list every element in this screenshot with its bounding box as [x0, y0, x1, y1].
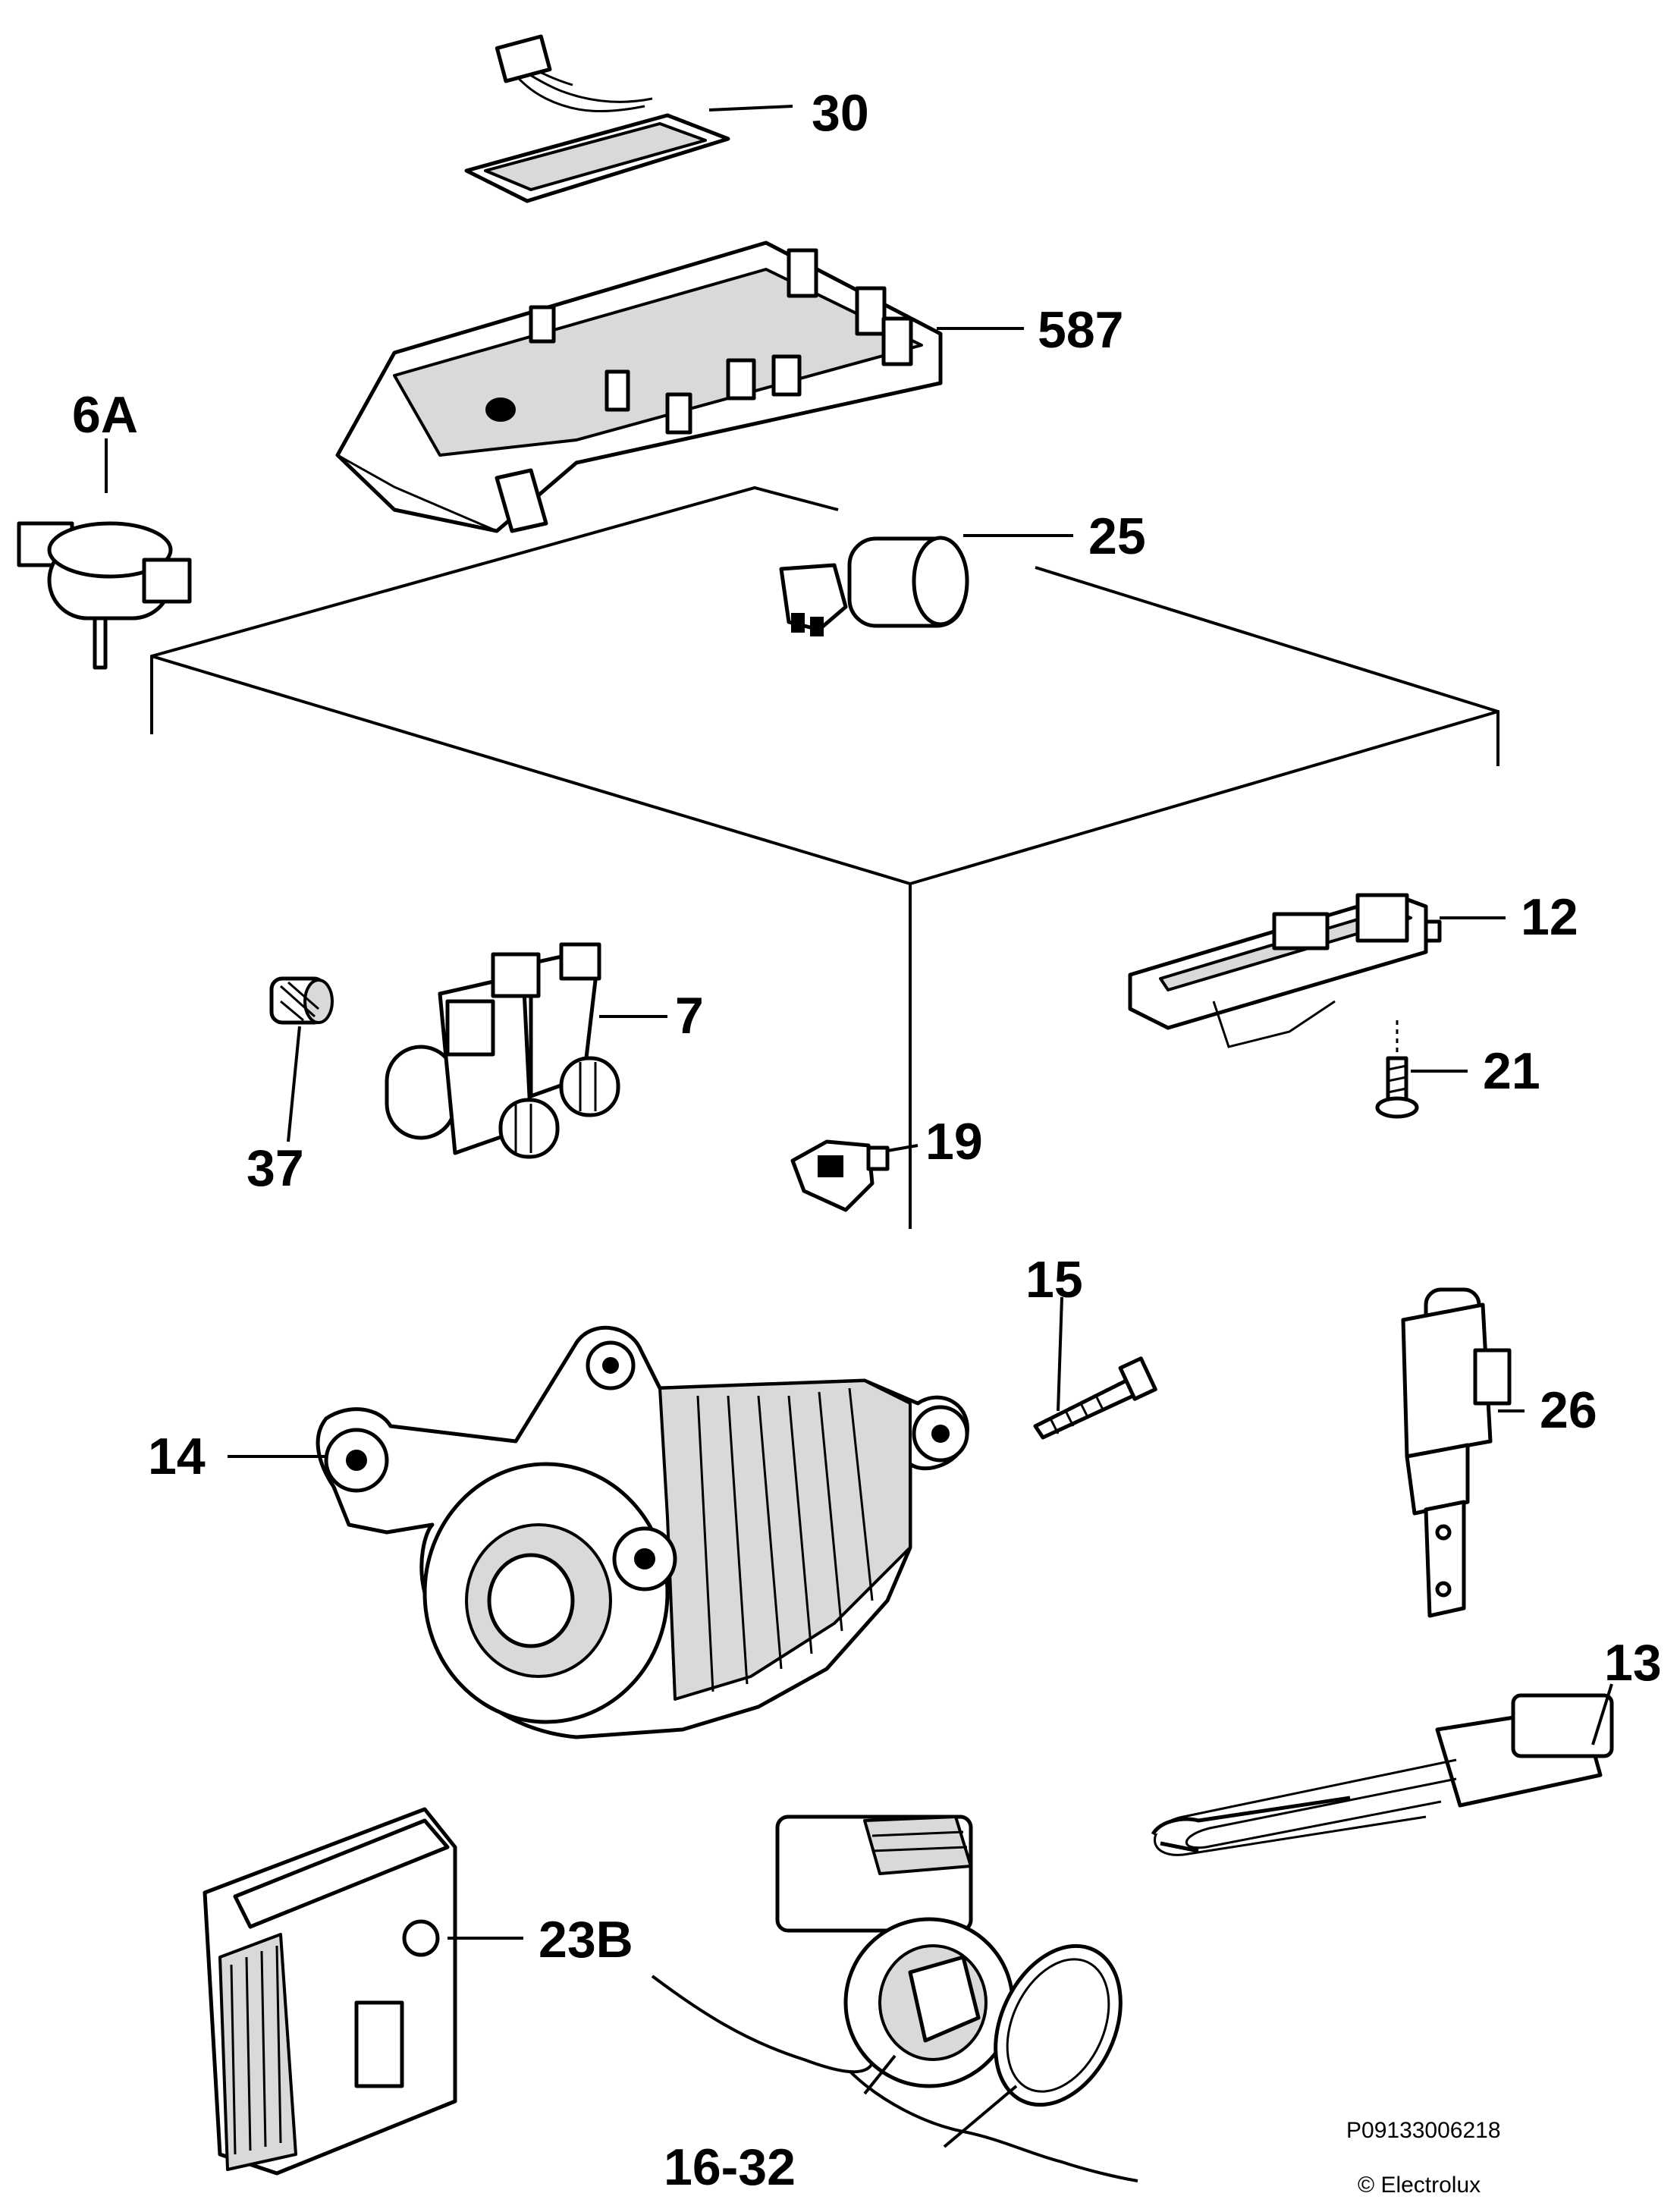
part-23b-electronic-module: [203, 1807, 457, 2176]
callout-15: 15: [1025, 1251, 1083, 1309]
callout-13: 13: [1604, 1634, 1662, 1692]
callout-21: 21: [1483, 1042, 1540, 1100]
callout-6a: 6A: [72, 386, 138, 444]
callout-16-32: 16-32: [664, 2138, 796, 2196]
perspective-frame: [150, 485, 1499, 1229]
part-19-clip: [790, 1139, 890, 1212]
callout-14: 14: [148, 1428, 206, 1485]
part-26-sensor-bracket: [1401, 1287, 1512, 1618]
part-number-label: P09133006218: [1346, 2118, 1501, 2143]
callout-30: 30: [812, 84, 869, 142]
part-37-filter: [269, 976, 334, 1025]
callout-25: 25: [1088, 507, 1146, 565]
callout-labels: 30 587 6A 25 12 7 21 37 19 15 26 14 13 2…: [72, 84, 1662, 2196]
part-15-screw: [1033, 1356, 1157, 1440]
part-6a-pressure-switch: [17, 521, 192, 670]
callout-26: 26: [1540, 1381, 1597, 1439]
part-587-module-housing: [335, 240, 943, 533]
leader-lines: [105, 105, 1613, 2182]
part-21-screw: [1375, 1020, 1419, 1119]
part-12-door-lock: [1128, 893, 1442, 1048]
part-13-heating-element: [1151, 1693, 1614, 1856]
part-25-capacitor: [779, 536, 969, 636]
callout-19: 19: [925, 1113, 983, 1170]
part-16-32-drain-pump: [775, 1815, 1123, 2107]
callout-37: 37: [247, 1139, 304, 1197]
callout-7: 7: [675, 987, 704, 1045]
callout-587: 587: [1038, 301, 1123, 359]
copyright-label: © Electrolux: [1358, 2173, 1481, 2198]
part-14-motor: [316, 1325, 969, 1739]
callout-23b: 23B: [539, 1911, 633, 1968]
part-30-display-board: [464, 34, 730, 203]
callout-12: 12: [1521, 888, 1578, 946]
part-7-inlet-valve: [385, 942, 620, 1159]
